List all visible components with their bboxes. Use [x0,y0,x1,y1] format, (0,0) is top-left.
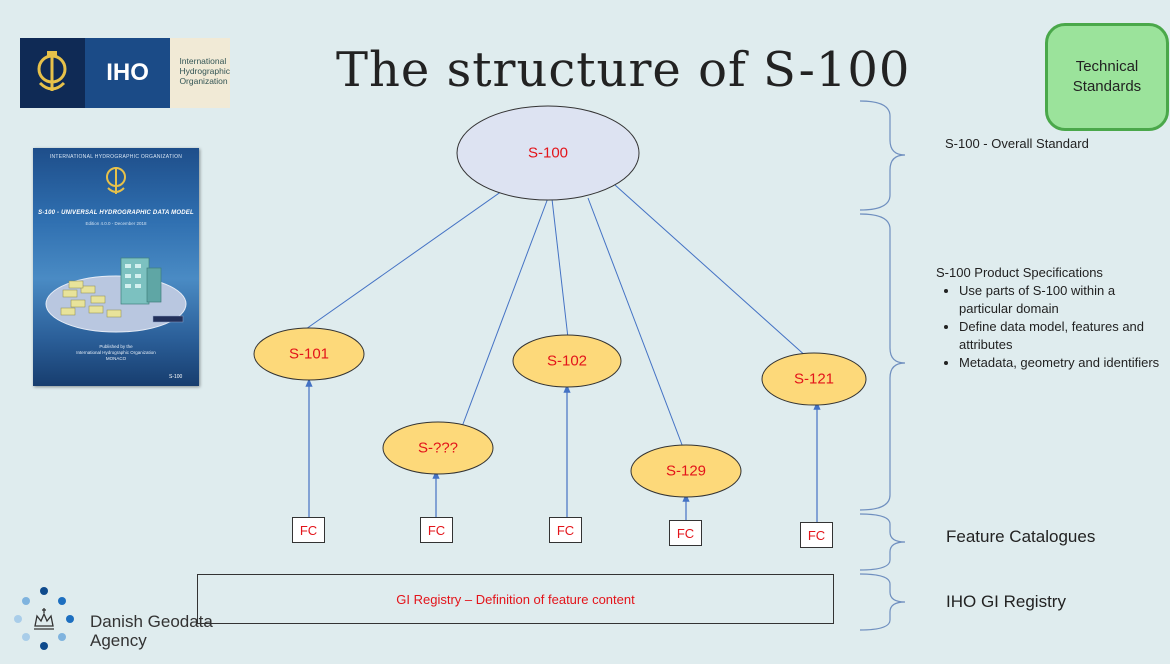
product-node-s121: S-121 [793,370,835,388]
bullet-item: Define data model, features and attribut… [959,318,1165,354]
right-braces [859,100,906,631]
brace-registry [859,573,906,631]
bullet-item: Use parts of S-100 within a particular d… [959,282,1165,318]
cover-title: S-100 - UNIVERSAL HYDROGRAPHIC DATA MODE… [38,210,194,216]
connector-s101 [295,183,513,337]
cover-doc-number: S-100 [169,374,183,380]
root-node-label: S-100 [527,144,569,162]
data-model-illustration [45,257,187,333]
product-node-s101: S-101 [288,345,330,363]
iho-gi-registry-label: IHO GI Registry [946,592,1066,611]
connector-s102 [551,198,569,339]
feature-catalogue-box: FC [669,520,702,546]
iho-abbreviation: IHO [84,38,171,108]
catalogue-arrows [305,378,821,522]
bullet-item: Metadata, geometry and identifiers [959,354,1165,372]
product-specifications-label: S-100 Product Specifications Use parts o… [936,264,1165,372]
feature-catalogue-box: FC [292,517,325,543]
s100-book-cover: INTERNATIONAL HYDROGRAPHIC ORGANIZATION … [33,148,199,386]
cover-organization: INTERNATIONAL HYDROGRAPHIC ORGANIZATION [49,154,183,160]
product-node-s102: S-102 [546,352,588,370]
gi-registry-box: GI Registry – Definition of feature cont… [197,574,834,624]
technical-standards-badge: Technical Standards [1045,23,1169,131]
brace-overall [859,100,906,211]
slide-title: The structure of S-100 [336,42,911,98]
anchor-emblem-icon [20,38,85,108]
product-node-ellipse [382,421,494,475]
cover-emblem-icon [106,167,126,194]
product-node-ellipse [253,327,365,381]
product-node-s129: S-129 [665,462,707,480]
root-node-ellipse [456,105,640,201]
product-node-s???: S-??? [417,439,459,457]
product-node-ellipse [761,352,867,406]
product-node-ellipse [512,334,622,388]
product-node-ellipse [630,444,742,498]
iho-full-name: International Hydrographic Organization [170,38,230,108]
product-specifications-bullets: Use parts of S-100 within a particular d… [936,282,1165,372]
product-specifications-heading: S-100 Product Specifications [936,265,1103,280]
cover-edition: Edition 4.0.0 - December 2018 [85,221,147,226]
gi-registry-label: GI Registry – Definition of feature cont… [396,591,635,607]
feature-catalogues-label: Feature Catalogues [946,527,1096,546]
cover-publisher: Published by the International Hydrograp… [76,344,156,361]
connector-s129 [587,197,685,451]
brace-feature-catalogues [859,513,906,571]
feature-catalogue-box: FC [549,517,582,543]
overall-standard-label: S-100 - Overall Standard [945,136,1089,151]
crown-icon [34,608,54,630]
feature-catalogue-box: FC [800,522,833,548]
tree-connectors [295,183,809,451]
iho-logo: IHO International Hydrographic Organizat… [20,38,230,108]
agency-name: Danish Geodata Agency [90,612,213,650]
connector-s121 [614,184,809,359]
feature-catalogue-box: FC [420,517,453,543]
agency-logo-dots [14,587,74,650]
brace-product-specs [859,213,906,511]
connector-s??? [459,197,549,433]
